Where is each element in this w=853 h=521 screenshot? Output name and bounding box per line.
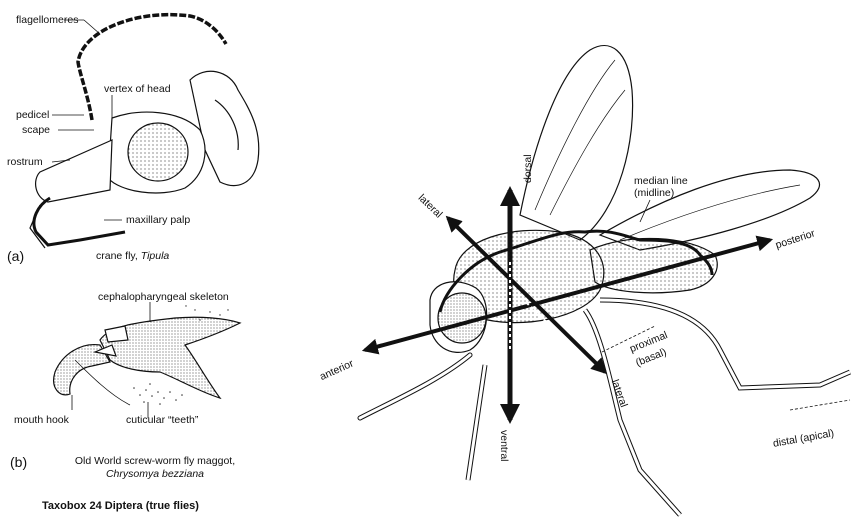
label-midline: (midline) [634,187,674,199]
compound-eye [128,123,188,181]
label-mouth-hook: mouth hook [14,414,69,426]
label-cuticular-teeth: cuticular “teeth” [126,414,198,426]
label-flagellomeres: flagellomeres [16,14,78,26]
label-pedicel: pedicel [16,109,49,121]
label-vertex-of-head: vertex of head [104,83,171,95]
label-ventral: ventral [498,430,510,462]
maxillary-palp-outline [34,198,125,245]
label-median-line: median line [634,175,688,187]
panel-a-caption: crane fly, Tipula [96,250,169,263]
panel-b-caption: Old World screw-worm fly maggot, Chrysom… [50,455,260,480]
wing-upper [520,46,633,240]
maggot-mouthparts-drawing [54,317,240,405]
label-dorsal: dorsal [522,154,534,183]
label-cephalopharyngeal-skeleton: cephalopharyngeal skeleton [98,291,229,303]
panel-b-tag: (b) [10,454,27,470]
rostrum-outline [36,140,112,202]
label-scape: scape [22,124,50,136]
label-maxillary-palp: maxillary palp [126,214,190,226]
label-rostrum: rostrum [7,156,43,168]
crane-fly-head-drawing [30,15,259,248]
taxobox-caption: Taxobox 24 Diptera (true flies) [42,500,199,512]
panel-a-tag: (a) [7,248,24,264]
